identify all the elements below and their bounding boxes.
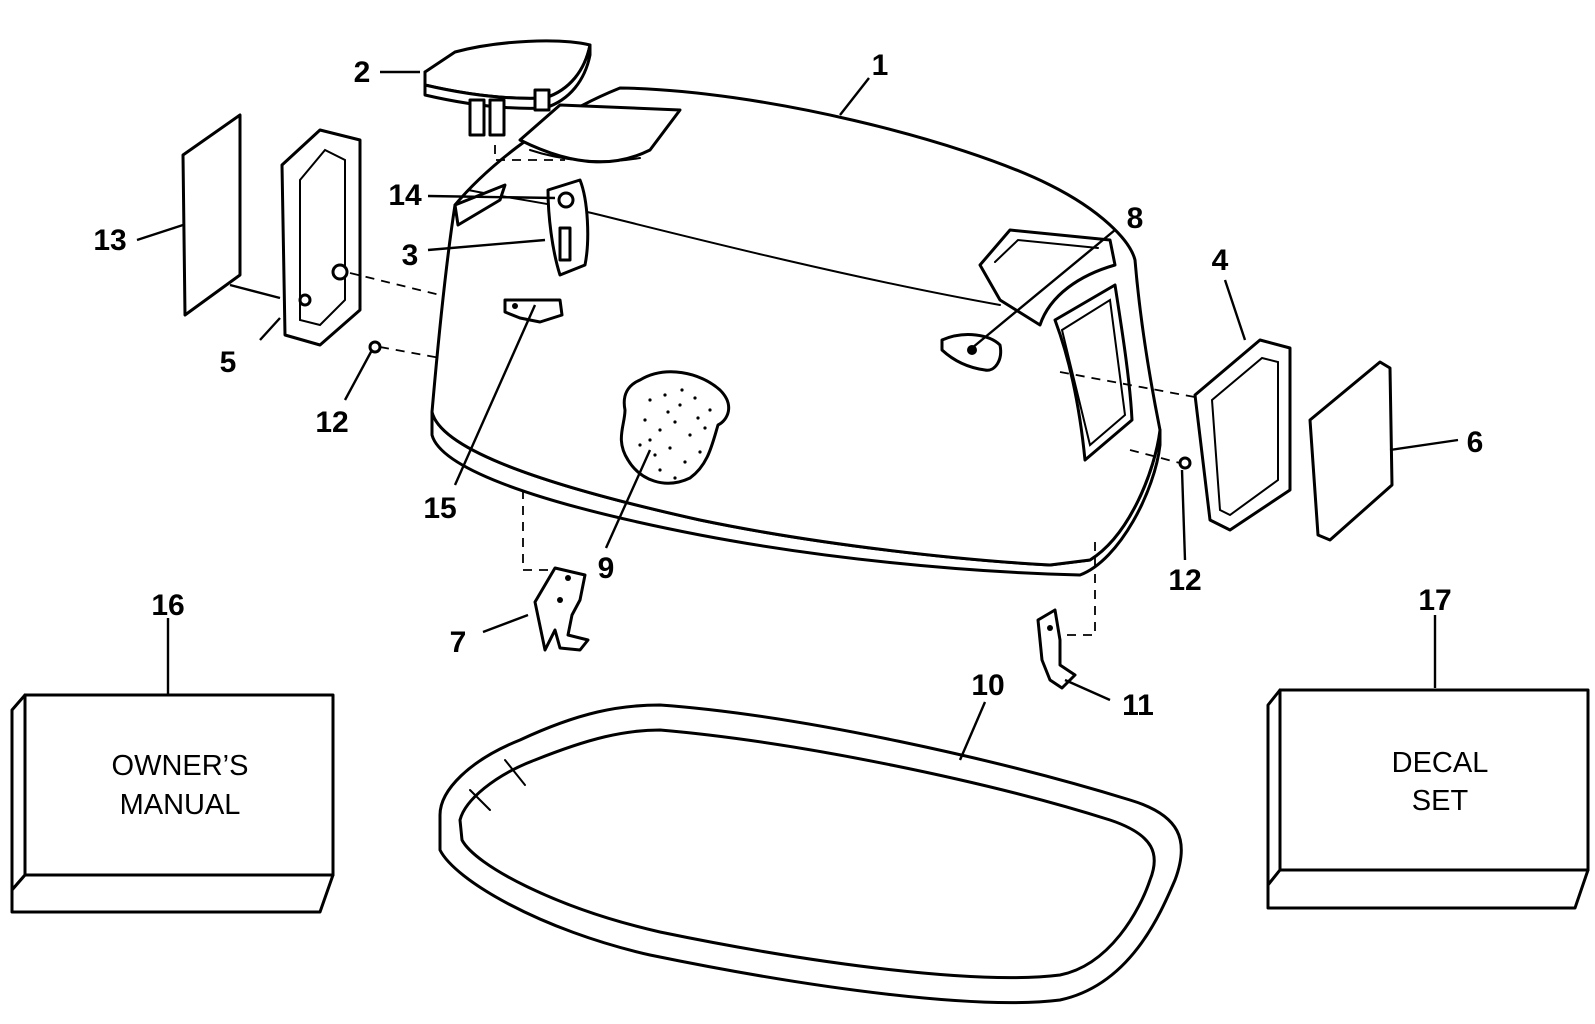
callout-1: 1 <box>872 49 889 82</box>
callout-labels: 1 2 3 4 5 6 7 8 9 10 11 12 12 13 14 15 1… <box>93 49 1483 722</box>
leader-lines <box>136 70 1459 761</box>
owners-manual-box: OWNER’S MANUAL <box>10 693 335 914</box>
motor-cover-part <box>430 86 1162 577</box>
callout-16: 16 <box>151 589 184 622</box>
callout-13: 13 <box>93 224 126 257</box>
right-bracket-part <box>1036 542 1096 690</box>
callout-12-left: 12 <box>315 406 348 439</box>
owners-manual-line1: OWNER’S <box>112 750 249 782</box>
callout-5: 5 <box>220 346 237 379</box>
callout-3: 3 <box>402 239 419 272</box>
callout-15: 15 <box>423 492 456 525</box>
decal-set-box: DECAL SET <box>1266 688 1590 910</box>
bottom-seal-ring-part <box>438 703 1183 1005</box>
top-cap-part <box>423 39 592 161</box>
right-panel-part <box>1059 338 1394 542</box>
decal-set-line1: DECAL <box>1392 747 1489 779</box>
callout-11: 11 <box>1122 689 1154 722</box>
callout-14: 14 <box>388 179 422 212</box>
callout-17: 17 <box>1418 584 1451 617</box>
callout-8: 8 <box>1127 202 1144 235</box>
callout-12-right: 12 <box>1168 564 1201 597</box>
left-bracket-part <box>522 490 590 652</box>
left-panel-part <box>181 113 441 359</box>
callout-7: 7 <box>450 626 467 659</box>
callout-6: 6 <box>1467 426 1484 459</box>
decal-set-line2: SET <box>1412 785 1469 817</box>
callout-4: 4 <box>1212 244 1229 277</box>
callout-10: 10 <box>971 669 1004 702</box>
owners-manual-line2: MANUAL <box>120 789 241 821</box>
callout-9: 9 <box>598 552 615 585</box>
callout-2: 2 <box>354 56 371 89</box>
